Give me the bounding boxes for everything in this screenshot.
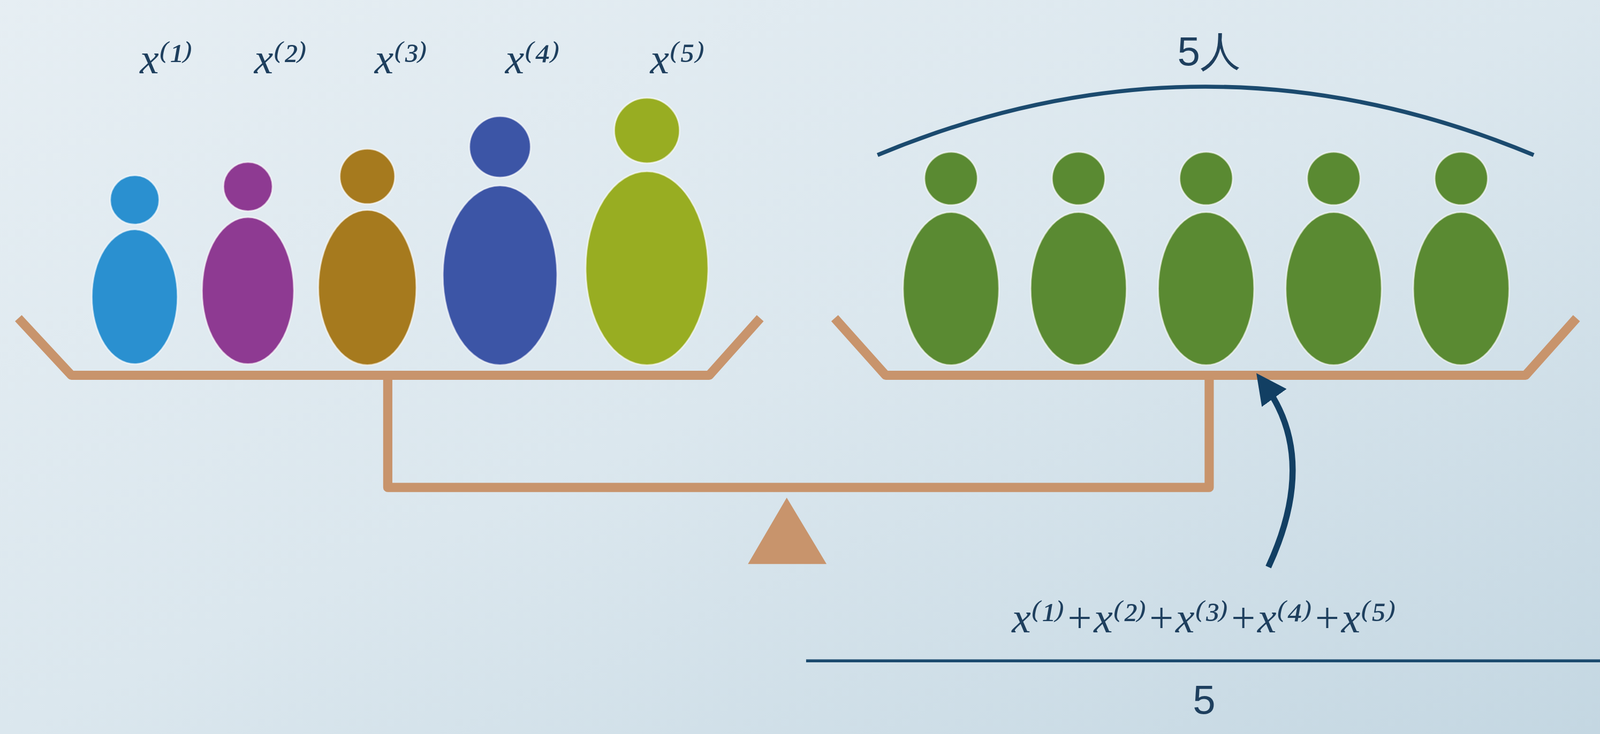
person-head [1051, 152, 1105, 206]
person-head [924, 152, 978, 206]
person-body [903, 212, 999, 366]
group-bracket [877, 86, 1534, 156]
person-body [1285, 212, 1382, 366]
people-left [92, 97, 709, 366]
person-head [1179, 152, 1233, 206]
fraction-bar [806, 659, 1600, 663]
person-head [1307, 152, 1361, 206]
fraction-numerator: x⁽¹⁾+x⁽²⁾+x⁽³⁾+x⁽⁴⁾+x⁽⁵⁾ [1011, 594, 1397, 642]
person-body [1030, 212, 1127, 366]
fraction-denominator: 5 [1192, 677, 1216, 723]
person-head [223, 162, 273, 212]
variable-label: x⁽⁴⁾ [505, 35, 561, 83]
person-body [585, 171, 709, 366]
person-head [1434, 152, 1488, 206]
person-body [201, 217, 294, 365]
person-body [442, 185, 558, 366]
variable-label: x⁽³⁾ [374, 35, 428, 83]
person-body [1413, 212, 1509, 366]
variable-label: x⁽¹⁾ [139, 35, 193, 83]
beam [387, 375, 1210, 489]
person-body [1158, 212, 1255, 366]
person-head [469, 116, 531, 178]
person-body [318, 210, 417, 366]
variable-label: x⁽⁵⁾ [649, 35, 705, 83]
person-body [92, 229, 178, 365]
people-right [903, 152, 1509, 366]
person-head [110, 175, 160, 225]
person-head [339, 148, 396, 204]
count-label: 5人 [1177, 28, 1242, 74]
pointer-arrow [1265, 385, 1293, 568]
variable-label: x⁽²⁾ [254, 35, 308, 83]
fulcrum [747, 497, 827, 565]
person-head [614, 97, 680, 164]
